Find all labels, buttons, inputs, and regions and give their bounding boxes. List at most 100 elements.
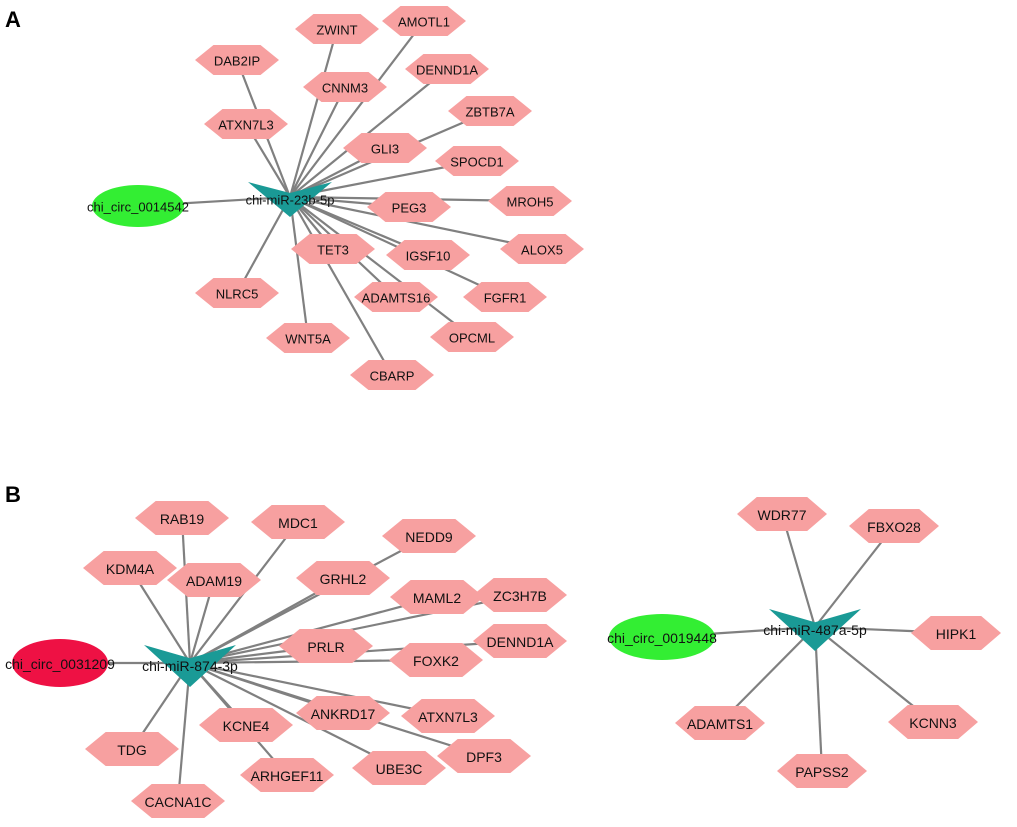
target-node-foxk2[interactable]: FOXK2 bbox=[389, 643, 483, 677]
target-node-opcml[interactable]: OPCML bbox=[430, 322, 514, 352]
hexagon-node-shape bbox=[473, 578, 567, 612]
target-node-zbtb7a[interactable]: ZBTB7A bbox=[448, 96, 532, 126]
hexagon-node-shape bbox=[303, 72, 387, 102]
hexagon-node-shape bbox=[389, 643, 483, 677]
target-node-atxn7l3[interactable]: ATXN7L3 bbox=[204, 109, 288, 139]
target-node-adam19[interactable]: ADAM19 bbox=[167, 563, 261, 597]
target-node-spocd1[interactable]: SPOCD1 bbox=[435, 146, 519, 176]
target-node-label: KDM4A bbox=[106, 561, 155, 577]
edge-chi-mir-874-3p-cacna1c bbox=[176, 662, 192, 802]
target-node-kdm4a[interactable]: KDM4A bbox=[83, 551, 177, 585]
target-node-igsf10[interactable]: IGSF10 bbox=[386, 240, 470, 270]
target-node-tet3[interactable]: TET3 bbox=[291, 234, 375, 264]
hexagon-node-shape bbox=[888, 705, 978, 739]
target-node-zwint[interactable]: ZWINT bbox=[295, 14, 379, 44]
target-node-label: FGFR1 bbox=[484, 291, 527, 306]
target-node-maml2[interactable]: MAML2 bbox=[390, 580, 484, 614]
target-node-adamts1[interactable]: ADAMTS1 bbox=[675, 706, 765, 740]
mirna-node-chi-mir-23b-5p[interactable]: chi-miR-23b-5p bbox=[246, 182, 335, 217]
target-node-fgfr1[interactable]: FGFR1 bbox=[463, 282, 547, 312]
hexagon-node-shape bbox=[435, 146, 519, 176]
hexagon-node-shape bbox=[85, 732, 179, 766]
hexagon-node-shape bbox=[367, 192, 451, 222]
target-node-fbxo28[interactable]: FBXO28 bbox=[849, 509, 939, 543]
target-node-label: KCNE4 bbox=[223, 718, 270, 734]
hexagon-node-shape bbox=[488, 186, 572, 216]
hexagon-node-shape bbox=[266, 323, 350, 353]
target-node-label: ATXN7L3 bbox=[218, 118, 273, 133]
target-node-prlr[interactable]: PRLR bbox=[279, 629, 373, 663]
ellipse-node-shape bbox=[92, 185, 184, 227]
target-node-hipk1[interactable]: HIPK1 bbox=[911, 616, 1001, 650]
mirna-node-label: chi-miR-23b-5p bbox=[246, 193, 335, 208]
target-node-dpf3[interactable]: DPF3 bbox=[437, 739, 531, 773]
target-node-label: IGSF10 bbox=[406, 249, 451, 264]
target-node-dennd1a[interactable]: DENND1A bbox=[405, 54, 489, 84]
target-node-zc3h7b[interactable]: ZC3H7B bbox=[473, 578, 567, 612]
target-node-label: NLRC5 bbox=[216, 287, 259, 302]
target-node-label: TET3 bbox=[317, 243, 349, 258]
hexagon-node-shape bbox=[405, 54, 489, 84]
edge-chi-mir-23b-5p-amotl1 bbox=[289, 20, 425, 198]
hexagon-node-shape bbox=[291, 234, 375, 264]
target-node-cnnm3[interactable]: CNNM3 bbox=[303, 72, 387, 102]
hexagon-node-shape bbox=[354, 282, 438, 312]
target-node-label: WNT5A bbox=[285, 332, 331, 347]
target-node-dab2ip[interactable]: DAB2IP bbox=[195, 45, 279, 75]
hexagon-node-shape bbox=[386, 240, 470, 270]
target-node-amotl1[interactable]: AMOTL1 bbox=[382, 6, 466, 36]
target-node-gli3[interactable]: GLI3 bbox=[343, 133, 427, 163]
target-node-cbarp[interactable]: CBARP bbox=[350, 360, 434, 390]
panel-label-a: A bbox=[5, 7, 21, 32]
target-node-label: DAB2IP bbox=[214, 54, 260, 69]
mirna-node-label: chi-miR-487a-5p bbox=[763, 622, 867, 638]
edge-chi-mir-23b-5p-cbarp bbox=[289, 196, 393, 376]
circrna-node-chi-circ-0031209[interactable]: chi_circ_0031209 bbox=[5, 639, 115, 687]
target-node-nlrc5[interactable]: NLRC5 bbox=[195, 278, 279, 308]
target-node-nedd9[interactable]: NEDD9 bbox=[382, 519, 476, 553]
mirna-node-chi-mir-874-3p[interactable]: chi-miR-874-3p bbox=[142, 645, 238, 687]
mirna-node-chi-mir-487a-5p[interactable]: chi-miR-487a-5p bbox=[763, 609, 867, 651]
target-node-label: CACNA1C bbox=[145, 794, 212, 810]
target-node-wdr77[interactable]: WDR77 bbox=[737, 497, 827, 531]
target-node-cacna1c[interactable]: CACNA1C bbox=[131, 784, 225, 818]
hexagon-node-shape bbox=[430, 322, 514, 352]
target-node-ankrd17[interactable]: ANKRD17 bbox=[296, 696, 390, 730]
target-node-rab19[interactable]: RAB19 bbox=[135, 501, 229, 535]
panel-labels: A B bbox=[5, 7, 21, 507]
target-node-label: ZBTB7A bbox=[465, 105, 514, 120]
target-node-ube3c[interactable]: UBE3C bbox=[352, 751, 446, 785]
target-node-grhl2[interactable]: GRHL2 bbox=[296, 561, 390, 595]
target-node-wnt5a[interactable]: WNT5A bbox=[266, 323, 350, 353]
edge-chi-mir-23b-5p-wnt5a bbox=[288, 196, 310, 339]
target-node-arhgef11[interactable]: ARHGEF11 bbox=[240, 758, 334, 792]
target-node-alox5[interactable]: ALOX5 bbox=[500, 234, 584, 264]
panel-label-b: B bbox=[5, 482, 21, 507]
hexagon-node-shape bbox=[195, 45, 279, 75]
circrna-node-label: chi_circ_0014542 bbox=[87, 200, 189, 215]
hexagon-node-shape bbox=[911, 616, 1001, 650]
target-node-atxn7l3[interactable]: ATXN7L3 bbox=[401, 699, 495, 733]
circrna-node-chi-circ-0014542[interactable]: chi_circ_0014542 bbox=[87, 185, 189, 227]
hexagon-node-shape bbox=[350, 360, 434, 390]
target-node-kcnn3[interactable]: KCNN3 bbox=[888, 705, 978, 739]
mirna-node-label: chi-miR-874-3p bbox=[142, 658, 238, 674]
nodes-layer: ZWINTAMOTL1DAB2IPCNNM3DENND1AATXN7L3ZBTB… bbox=[5, 6, 1001, 818]
hexagon-node-shape bbox=[199, 708, 293, 742]
target-node-dennd1a[interactable]: DENND1A bbox=[473, 624, 567, 658]
target-node-tdg[interactable]: TDG bbox=[85, 732, 179, 766]
target-node-peg3[interactable]: PEG3 bbox=[367, 192, 451, 222]
hexagon-node-shape bbox=[777, 754, 867, 788]
target-node-adamts16[interactable]: ADAMTS16 bbox=[354, 282, 438, 312]
target-node-label: SPOCD1 bbox=[450, 155, 503, 170]
hexagon-node-shape bbox=[737, 497, 827, 531]
target-node-papss2[interactable]: PAPSS2 bbox=[777, 754, 867, 788]
target-node-mroh5[interactable]: MROH5 bbox=[488, 186, 572, 216]
circrna-node-chi-circ-0019448[interactable]: chi_circ_0019448 bbox=[607, 614, 717, 660]
target-node-label: MAML2 bbox=[413, 590, 461, 606]
target-node-mdc1[interactable]: MDC1 bbox=[251, 505, 345, 539]
edge-chi-mir-23b-5p-cnnm3 bbox=[289, 86, 346, 198]
target-node-kcne4[interactable]: KCNE4 bbox=[199, 708, 293, 742]
target-node-label: TDG bbox=[117, 742, 147, 758]
